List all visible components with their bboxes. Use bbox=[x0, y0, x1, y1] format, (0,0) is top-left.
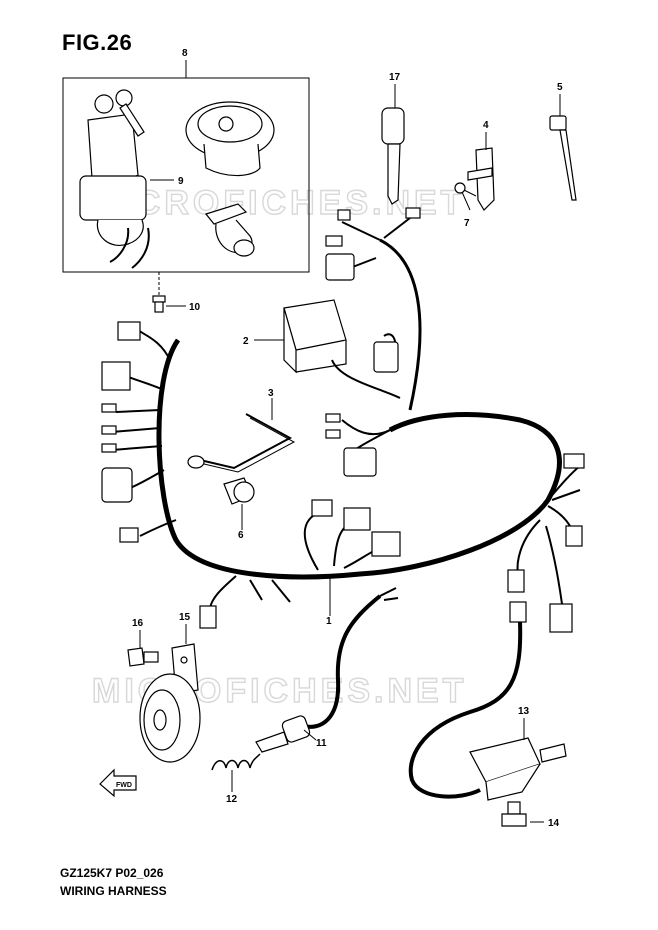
front-arrow: FWD bbox=[99, 768, 137, 798]
horn bbox=[139, 673, 201, 763]
callout-2: 2 bbox=[243, 336, 249, 347]
harness-connectors bbox=[101, 207, 585, 633]
spring-12 bbox=[211, 753, 261, 771]
bolt-6 bbox=[223, 477, 255, 505]
callouts: 8 17 5 4 9 7 10 2 3 6 1 16 15 13 11 12 1… bbox=[132, 48, 563, 829]
callout-16: 16 bbox=[132, 618, 144, 629]
callout-14: 14 bbox=[548, 818, 560, 829]
callout-5: 5 bbox=[557, 82, 563, 93]
leader-lines bbox=[139, 60, 561, 823]
key-17 bbox=[381, 107, 405, 205]
callout-7: 7 bbox=[464, 218, 470, 229]
callout-3: 3 bbox=[268, 388, 274, 399]
callout-1: 1 bbox=[326, 616, 332, 627]
screw-7 bbox=[454, 182, 477, 197]
drawing-subtitle: WIRING HARNESS bbox=[60, 884, 167, 898]
callout-12: 12 bbox=[226, 794, 238, 805]
ignition-switch-set bbox=[62, 77, 310, 273]
wire-3 bbox=[187, 413, 296, 473]
cable-tie-5 bbox=[549, 115, 577, 201]
callout-4: 4 bbox=[483, 120, 489, 131]
bracket-4 bbox=[467, 147, 495, 211]
callout-8: 8 bbox=[182, 48, 188, 59]
drawing-code: GZ125K7 P02_026 bbox=[60, 866, 164, 880]
callout-11: 11 bbox=[316, 738, 327, 749]
wire-11 bbox=[255, 587, 399, 753]
sensor-13 bbox=[408, 621, 567, 801]
figure-title: FIG.26 bbox=[62, 30, 133, 55]
bolt-16 bbox=[127, 647, 159, 667]
relay-2 bbox=[283, 299, 347, 374]
callout-17: 17 bbox=[389, 72, 401, 83]
callout-13: 13 bbox=[518, 706, 530, 717]
callout-6: 6 bbox=[238, 530, 244, 541]
callout-10: 10 bbox=[189, 302, 201, 313]
front-arrow-label: FWD bbox=[116, 782, 132, 789]
bolt-14 bbox=[501, 801, 527, 827]
callout-9: 9 bbox=[178, 176, 184, 187]
callout-15: 15 bbox=[179, 612, 191, 623]
watermark-top: MICROFICHES.NET bbox=[90, 184, 465, 222]
bolt-10 bbox=[152, 272, 166, 313]
